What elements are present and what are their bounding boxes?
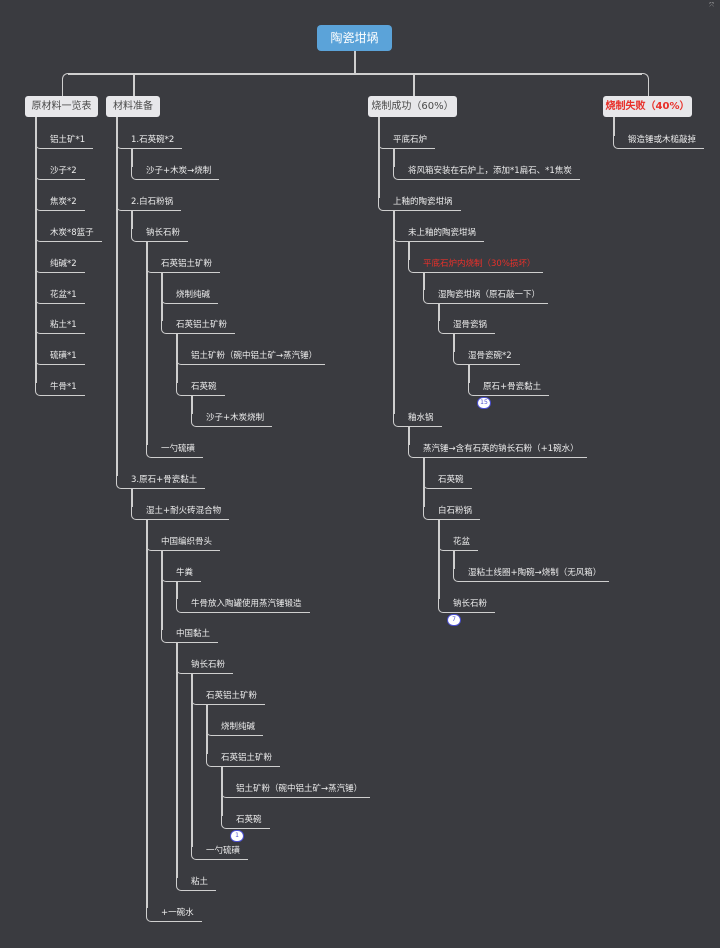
connector-line (468, 364, 470, 384)
connector-line (161, 549, 163, 631)
connector-line (354, 51, 356, 74)
connector-line (133, 74, 135, 96)
topic-node[interactable]: 牛粪 (161, 566, 202, 582)
connector-line (35, 117, 37, 384)
topic-node[interactable]: 湿骨瓷碗*2 (453, 350, 520, 366)
root-topic[interactable]: 陶瓷坩埚 (317, 25, 392, 51)
leaf-node[interactable]: 烧制纯碱 (206, 721, 264, 737)
connector-line (161, 271, 163, 322)
connector-line (642, 73, 649, 97)
topic-node[interactable]: 花盆 (438, 535, 479, 551)
topic-node[interactable]: 白石粉锅 (423, 504, 481, 520)
leaf-node[interactable]: 钠长石粉 (438, 597, 496, 613)
topic-node[interactable]: 中国黏土 (161, 628, 219, 644)
connector-line (146, 518, 148, 909)
branch-1[interactable]: 原材料一览表 (25, 96, 98, 117)
topic-node[interactable]: 蒸汽锤→含有石英的钠长石粉（+1碗水） (408, 443, 587, 458)
leaf-node[interactable]: 粘土*1 (35, 319, 85, 335)
leaf-node[interactable]: 硫磺*1 (35, 350, 85, 366)
connector-line (613, 117, 615, 136)
connector-line (176, 333, 178, 384)
leaf-node[interactable]: 将风箱安装在石炉上，添加*1扁石、*1焦炭 (393, 164, 580, 180)
connector-line (221, 766, 223, 816)
branch-4[interactable]: 烧制失败（40%） (603, 96, 692, 117)
connector-line (116, 117, 118, 476)
topic-node[interactable]: 石英铝土矿粉 (206, 752, 281, 767)
leaf-node[interactable]: 沙子*2 (35, 164, 85, 180)
connector-line (453, 333, 455, 353)
connector-line (68, 73, 642, 75)
leaf-node[interactable]: 铝土矿*1 (35, 134, 94, 149)
topic-node[interactable]: 石英铝土矿粉 (161, 319, 236, 335)
connector-line (423, 271, 425, 291)
topic-node[interactable]: 中国编织骨头 (146, 535, 221, 551)
leaf-node[interactable]: 一勺硫磺 (146, 443, 204, 458)
connector-line (453, 549, 455, 569)
connector-line (438, 518, 440, 600)
topic-node[interactable]: 湿骨瓷锅 (438, 319, 496, 335)
connector-line (413, 74, 415, 96)
fullscreen-icon[interactable]: ⤧ (709, 2, 714, 9)
topic-node[interactable]: 上釉的陶瓷坩埚 (378, 195, 461, 211)
topic-node[interactable]: 平底石炉 (378, 134, 436, 149)
leaf-node[interactable]: 锻造锤或木槌敲掉 (613, 134, 705, 149)
topic-node[interactable]: 未上釉的陶瓷坩埚 (393, 226, 485, 242)
connector-line (176, 642, 178, 878)
connector-line (393, 209, 395, 415)
leaf-node[interactable]: 牛骨*1 (35, 381, 85, 397)
topic-node[interactable]: 1.石英碗*2 (116, 134, 183, 149)
connector-line (131, 209, 133, 229)
collapsed-count-badge[interactable]: 15 (477, 397, 491, 410)
leaf-node[interactable]: 石英碗 (221, 813, 270, 829)
topic-node[interactable]: 钠长石粉 (176, 659, 234, 675)
leaf-node[interactable]: 沙子+木炭→烧制 (131, 164, 220, 180)
branch-2[interactable]: 材料准备 (106, 96, 160, 117)
connector-line (176, 580, 178, 600)
connector-line (206, 704, 208, 754)
leaf-node[interactable]: 一勺硫磺 (191, 844, 249, 860)
leaf-node[interactable]: 烧制纯碱 (161, 288, 219, 304)
topic-node[interactable]: 湿土+耐火砖混合物 (131, 504, 230, 520)
topic-node[interactable]: 釉水锅 (393, 412, 442, 428)
connector-line (408, 426, 410, 445)
collapsed-count-badge[interactable]: 7 (447, 613, 461, 626)
connector-line (438, 302, 440, 322)
connector-line (131, 487, 133, 507)
leaf-node[interactable]: 焦炭*2 (35, 195, 85, 211)
topic-node[interactable]: 平底石炉内烧制（30%损坏） (408, 257, 544, 273)
topic-node[interactable]: 石英铝土矿粉 (146, 257, 221, 273)
leaf-node[interactable]: 铝土矿粉（碗中铝土矿→蒸汽锤） (176, 350, 326, 366)
collapsed-count-badge[interactable]: 1 (230, 829, 244, 842)
leaf-node[interactable]: 铝土矿粉（碗中铝土矿→蒸汽锤） (221, 782, 371, 798)
topic-node[interactable]: 钠长石粉 (131, 226, 189, 242)
topic-node[interactable]: 石英铝土矿粉 (191, 690, 266, 706)
topic-node[interactable]: 石英碗 (176, 381, 225, 397)
branch-3[interactable]: 烧制成功（60%） (368, 96, 457, 117)
leaf-node[interactable]: 粘土 (176, 875, 217, 891)
connector-line (423, 457, 425, 507)
leaf-node[interactable]: 石英碗 (423, 473, 472, 489)
connector-line (378, 117, 380, 198)
connector-line (191, 673, 193, 847)
leaf-node[interactable]: +一碗水 (146, 906, 202, 922)
connector-line (393, 148, 395, 167)
leaf-node[interactable]: 纯碱*2 (35, 257, 85, 273)
topic-node[interactable]: 2.白石粉锅 (116, 195, 182, 211)
connector-line (62, 73, 69, 97)
leaf-node[interactable]: 牛骨放入陶罐使用蒸汽锤锻造 (176, 597, 310, 613)
leaf-node[interactable]: 湿粘土线圈+陶碗→烧制（无风箱） (453, 566, 610, 582)
topic-node[interactable]: 3.原石+骨瓷黏土 (116, 473, 206, 489)
topic-node[interactable]: 湿陶瓷坩埚（原石敲一下） (423, 288, 549, 304)
leaf-node[interactable]: 花盆*1 (35, 288, 85, 304)
leaf-node[interactable]: 沙子+木炭烧制 (191, 412, 273, 428)
connector-line (191, 395, 193, 415)
leaf-node[interactable]: 木炭*8篮子 (35, 226, 102, 242)
connector-line (146, 240, 148, 445)
connector-line (408, 240, 410, 260)
connector-line (131, 148, 133, 167)
leaf-node[interactable]: 原石+骨瓷黏土 (468, 381, 550, 397)
